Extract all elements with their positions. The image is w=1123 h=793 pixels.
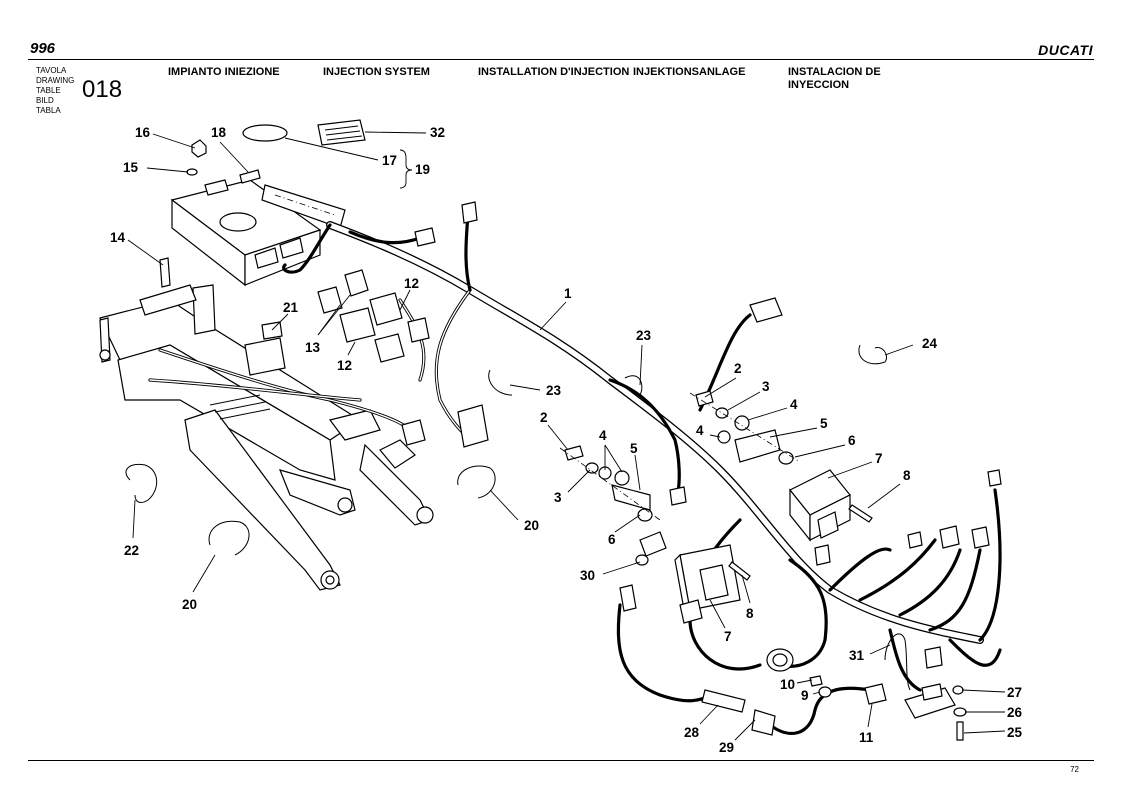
callout-7: 7 (724, 629, 732, 644)
callout-11: 11 (859, 730, 874, 745)
title-german: INJEKTIONSANLAGE (633, 66, 746, 78)
main-wiring-harness (148, 213, 1002, 735)
callout-4: 4 (599, 428, 607, 443)
ecu-unit-drawing (170, 179, 346, 287)
table-word: DRAWING (36, 76, 75, 85)
relay-drawings (317, 269, 430, 363)
table-word: BILD (36, 96, 54, 105)
title-french: INSTALLATION D'INJECTION (478, 66, 630, 78)
harness-connectors (244, 201, 1002, 669)
table-word: TABLA (36, 106, 61, 115)
title-spanish: INSTALACION DE INYECCION (788, 66, 881, 91)
title-english: INJECTION SYSTEM (323, 66, 430, 78)
footer-rule (28, 760, 1094, 761)
small-parts-top-left (159, 119, 366, 288)
callout-14: 14 (110, 230, 126, 245)
callout-8: 8 (903, 468, 911, 483)
callout-32: 32 (430, 125, 445, 140)
header-rule (28, 59, 1094, 60)
callout-27: 27 (1007, 685, 1022, 700)
callout-4: 4 (790, 397, 798, 412)
callout-1: 1 (564, 286, 572, 301)
ignition-modules (674, 469, 873, 624)
callout-8: 8 (746, 606, 754, 621)
callout-30: 30 (580, 568, 595, 583)
page-number: 72 (1070, 765, 1079, 774)
table-label-block: TAVOLA DRAWING TABLE BILD TABLA (36, 66, 74, 116)
callout-28: 28 (684, 725, 700, 740)
callout-23: 23 (636, 328, 652, 343)
callout-5: 5 (630, 441, 638, 456)
callout-31: 31 (849, 648, 865, 663)
callout-9: 9 (801, 688, 809, 703)
table-word: TABLE (36, 86, 61, 95)
callout-6: 6 (608, 532, 616, 547)
callout-24: 24 (922, 336, 938, 351)
callout-10: 10 (780, 677, 795, 692)
callout-6: 6 (848, 433, 856, 448)
callout-12: 12 (337, 358, 352, 373)
callout-16: 16 (135, 125, 151, 140)
callout-labels: 16 18 32 15 17 19 14 21 12 13 12 1 23 24… (110, 125, 1023, 755)
mounting-hardware-right (689, 390, 801, 465)
callout-3: 3 (762, 379, 770, 394)
callout-22: 22 (124, 543, 139, 558)
callout-20: 20 (182, 597, 197, 612)
title-italian: IMPIANTO INIEZIONE (168, 66, 280, 78)
brand-logo: DUCATI (1038, 42, 1093, 58)
mounting-hardware-center (559, 445, 661, 522)
callout-18: 18 (211, 125, 227, 140)
callout-5: 5 (820, 416, 828, 431)
callout-23: 23 (546, 383, 562, 398)
callout-15: 15 (123, 160, 139, 175)
callout-7: 7 (875, 451, 883, 466)
callout-20: 20 (524, 518, 539, 533)
callout-19: 19 (415, 162, 430, 177)
sensors-lower (619, 531, 967, 741)
table-word: TAVOLA (36, 66, 67, 75)
callout-12: 12 (404, 276, 419, 291)
callout-25: 25 (1007, 725, 1023, 740)
callout-4: 4 (696, 423, 704, 438)
callout-29: 29 (719, 740, 734, 755)
callout-21: 21 (283, 300, 299, 315)
callout-13: 13 (305, 340, 321, 355)
callout-3: 3 (554, 490, 562, 505)
callout-2: 2 (540, 410, 548, 425)
callout-26: 26 (1007, 705, 1023, 720)
subframe-drawing (99, 284, 434, 591)
callout-17: 17 (382, 153, 397, 168)
leader-lines (127, 131, 1006, 741)
table-number: 018 (82, 76, 123, 103)
model-number: 996 (30, 40, 56, 57)
callout-2: 2 (734, 361, 742, 376)
